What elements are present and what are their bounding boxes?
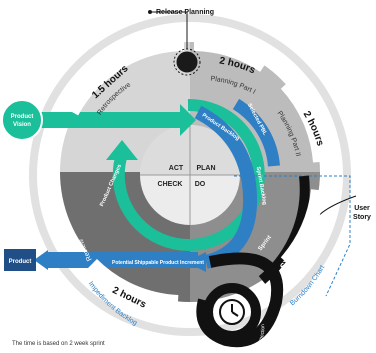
backlog-flow [194,105,258,269]
release-planning-label: Release Planning [156,9,214,16]
increment-label: Potential Shippable Product Increment [112,260,204,266]
svg-text:Story: Story [353,214,371,221]
plan2-duration-arc [280,79,327,163]
do-label: DO [195,181,206,188]
daily-loop [196,252,284,348]
sprint-duration-arc [280,189,325,267]
plan-label: PLAN [196,165,215,172]
release-planning-marker [176,51,198,73]
svg-text:Vision: Vision [13,122,31,128]
burndown-chart-label: Burndown Chart [289,264,326,307]
footnote: The time is based on 2 week sprint [12,341,105,347]
outer-ring [29,14,351,336]
product-label: Product [9,259,32,265]
act-cycle-ring [112,98,265,251]
review-duration-arc [87,258,179,309]
user-story-label: User [354,205,370,212]
svg-text:Burndown Chart: Burndown Chart [289,264,326,307]
check-label: CHECK [158,181,183,188]
burndown-dash [234,175,351,297]
product-box [4,249,36,271]
selected-pbl-band [232,98,280,167]
retro-duration-arc [65,37,185,116]
plan1-duration-arc [193,37,268,72]
product-vision-node [1,99,43,141]
product-vision-label: Product [11,114,34,120]
increment-arrow [46,252,198,268]
act-label: ACT [169,165,184,172]
cycle-arrowhead [106,140,138,160]
